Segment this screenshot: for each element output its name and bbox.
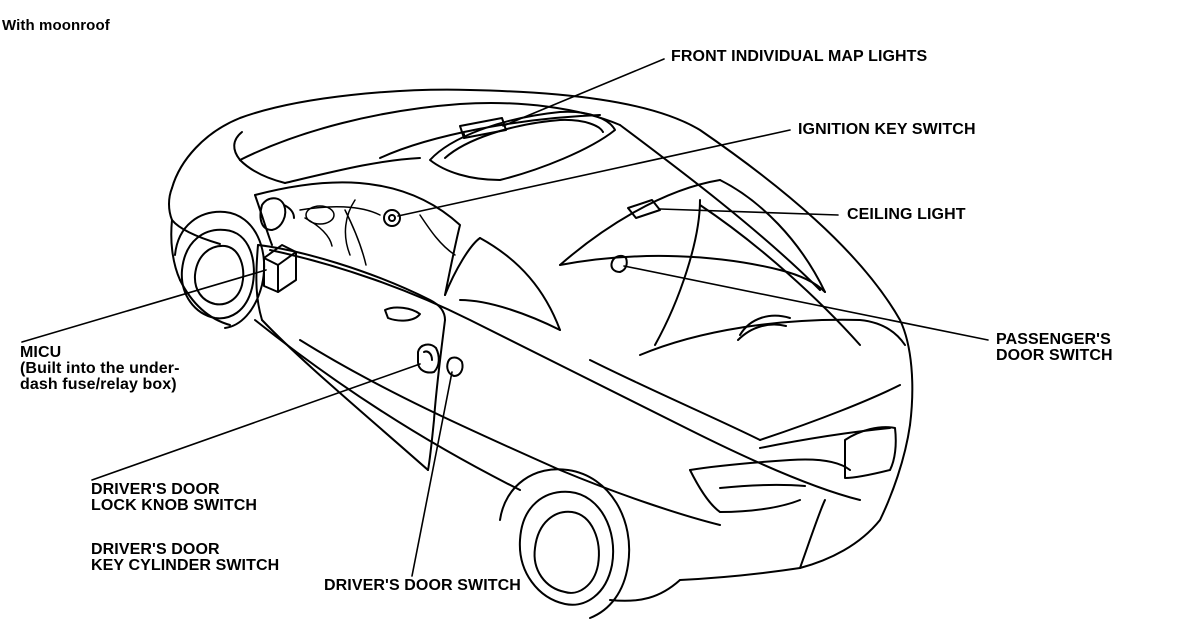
label-front-individual-map-lights: FRONT INDIVIDUAL MAP LIGHTS	[671, 48, 928, 65]
side-mirror	[259, 197, 295, 231]
key-cylinder-part	[446, 356, 464, 377]
label-drivers-door-switch: DRIVER'S DOOR SWITCH	[324, 577, 521, 594]
label-drivers-door-key-cylinder-switch: DRIVER'S DOOR KEY CYLINDER SWITCH	[91, 542, 279, 574]
diagram-title: With moonroof	[2, 17, 110, 34]
micu-box	[263, 244, 297, 293]
label-key-cylinder-line-2: KEY CYLINDER SWITCH	[91, 557, 280, 574]
label-ceiling-light: CEILING LIGHT	[847, 206, 966, 223]
label-passengers-door-switch-line-2: DOOR SWITCH	[996, 347, 1113, 364]
windshield-and-roof	[233, 101, 906, 441]
ceiling-light-unit	[627, 199, 661, 219]
lock-knob-switch-part	[417, 343, 440, 374]
label-key-cylinder-line-1: DRIVER'S DOOR	[91, 541, 220, 558]
leader-lines	[21, 58, 989, 577]
label-micu-line-2: (Built into the under-	[20, 360, 180, 377]
front-wheel	[174, 210, 266, 329]
map-lights-unit	[459, 117, 507, 139]
label-micu-line-1: MICU	[20, 344, 62, 361]
car-body-outline	[168, 88, 914, 581]
label-micu: MICU (Built into the under- dash fuse/re…	[20, 345, 180, 393]
ignition-switch-part	[383, 209, 401, 227]
tail-lights-and-trunk	[689, 426, 897, 569]
label-lock-knob-line-1: DRIVER'S DOOR	[91, 481, 220, 498]
dashboard-interior	[299, 199, 456, 266]
label-micu-line-3: dash fuse/relay box)	[20, 376, 177, 393]
label-lock-knob-line-2: LOCK KNOB SWITCH	[91, 497, 258, 514]
label-passengers-door-switch: PASSENGER'S DOOR SWITCH	[996, 332, 1113, 364]
label-drivers-door-lock-knob-switch: DRIVER'S DOOR LOCK KNOB SWITCH	[91, 482, 257, 514]
label-passengers-door-switch-line-1: PASSENGER'S	[996, 331, 1111, 348]
rear-wheel	[499, 468, 681, 619]
label-ignition-key-switch: IGNITION KEY SWITCH	[798, 121, 976, 138]
